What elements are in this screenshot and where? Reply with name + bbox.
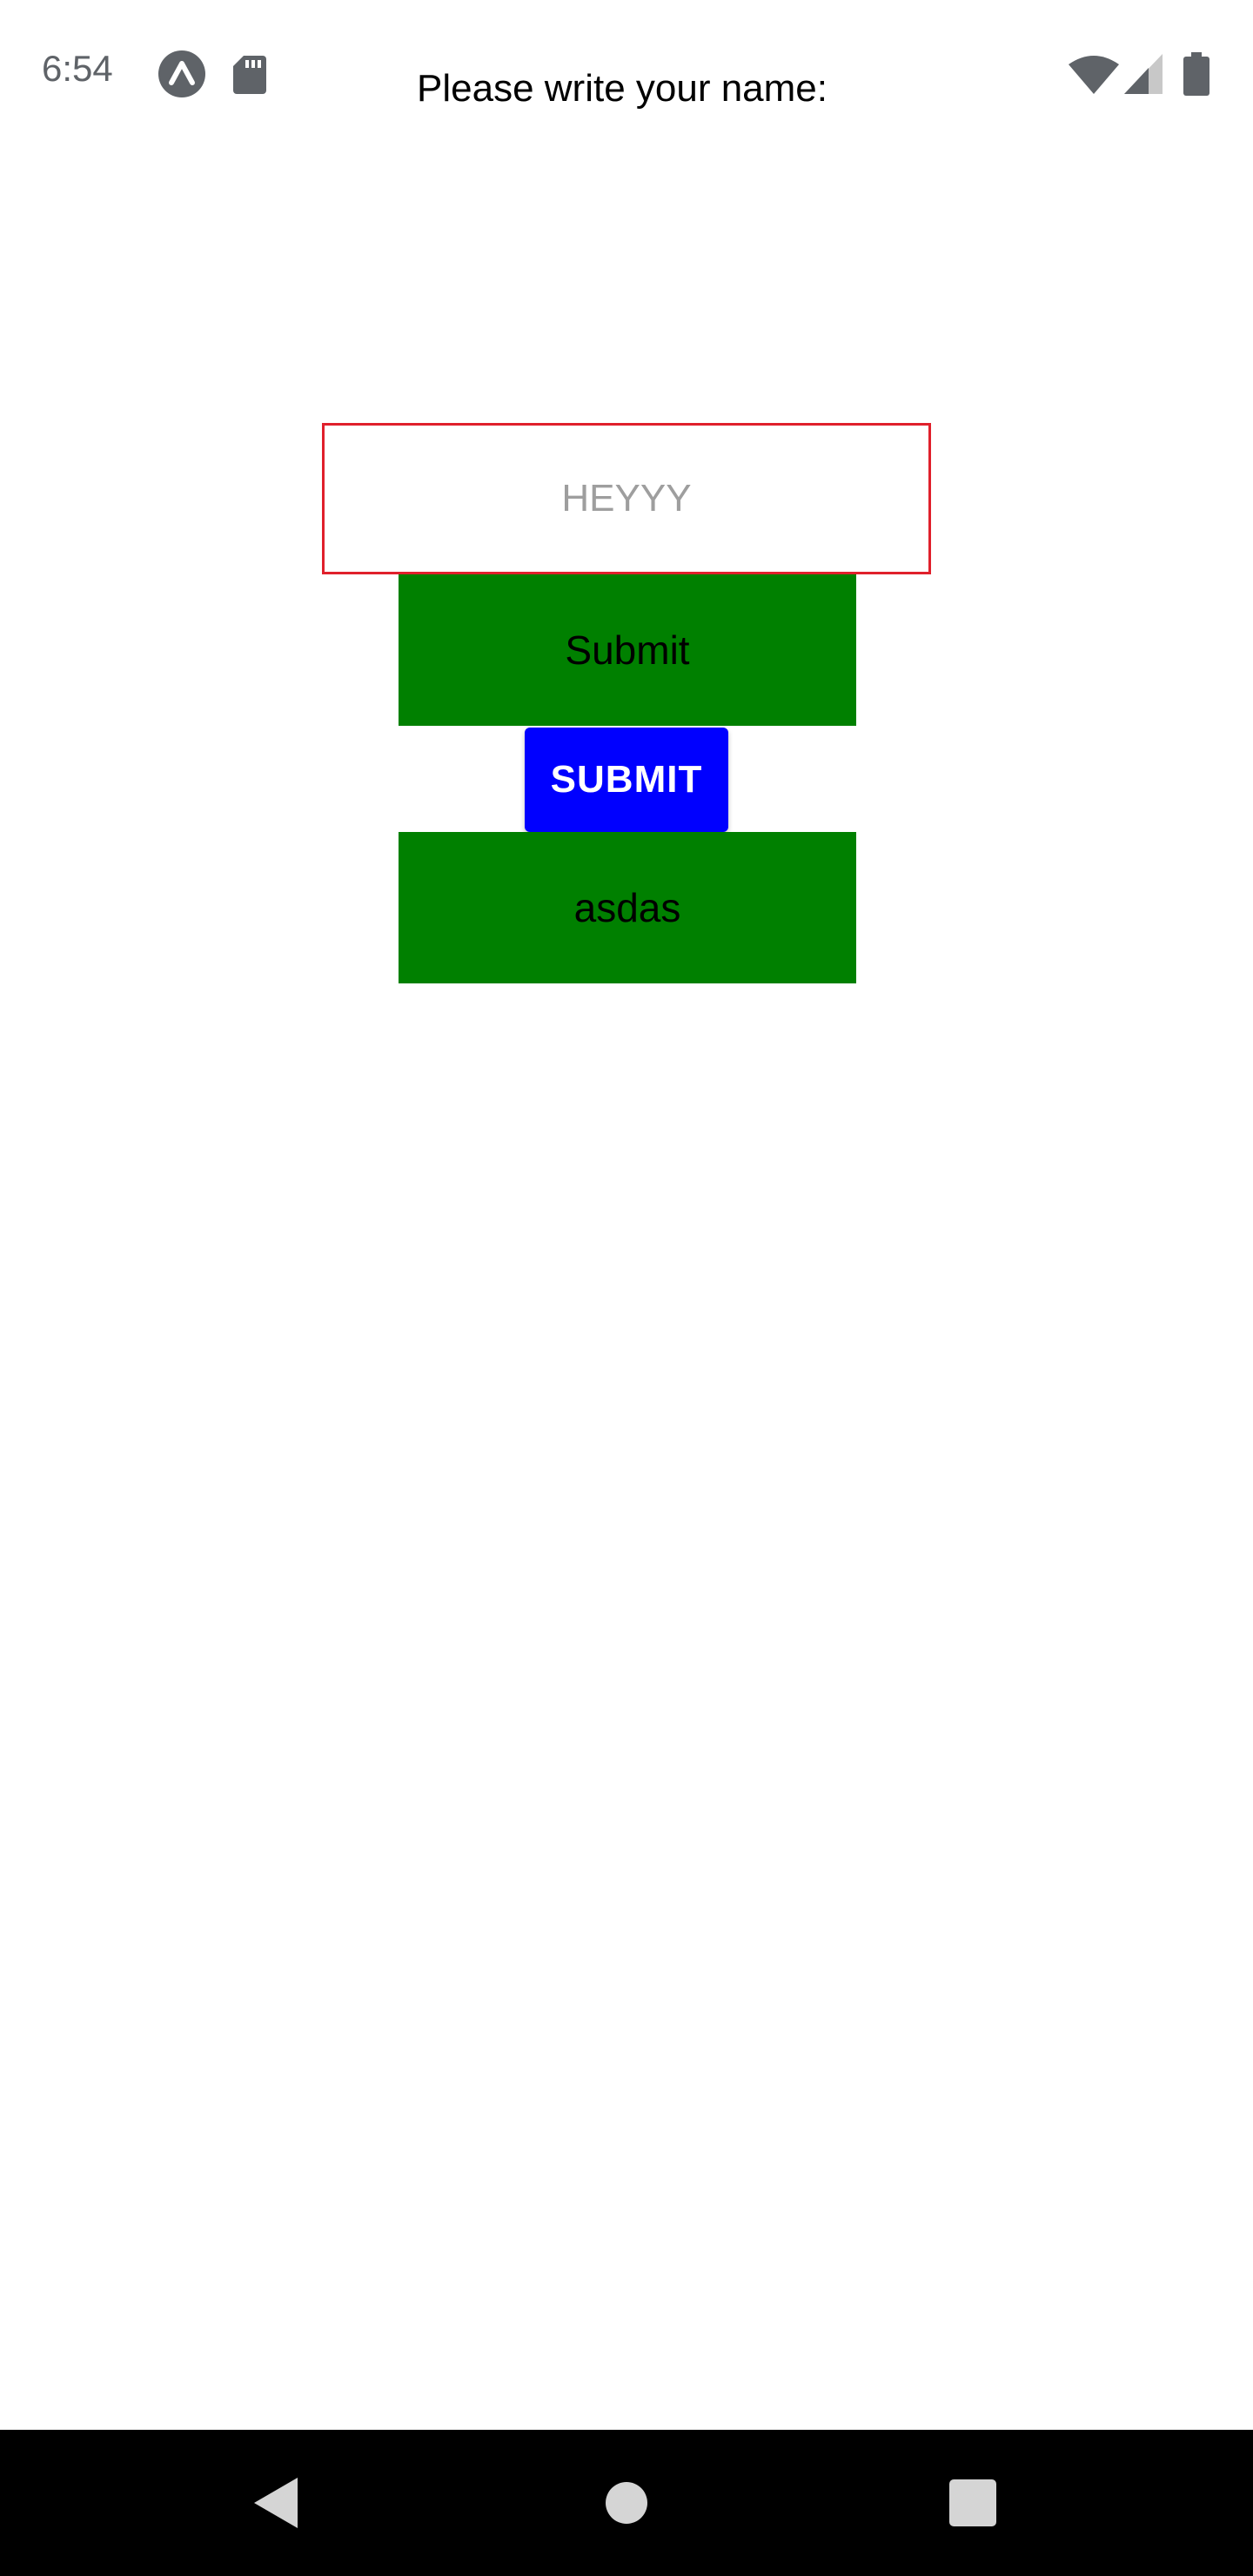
name-prompt: Please write your name: [417,67,828,110]
submit-primary-button-label: SUBMIT [550,758,703,801]
cell-signal-icon [1124,54,1163,94]
recents-icon [949,2479,996,2526]
submit-button[interactable]: Submit [399,574,856,726]
battery-icon [1183,52,1209,96]
status-time: 6:54 [42,48,113,89]
submit-button-label: Submit [565,627,690,673]
nav-home-button[interactable] [553,2430,700,2576]
home-icon [606,2482,647,2524]
nav-recents-button[interactable] [900,2430,1046,2576]
submit-primary-button[interactable]: SUBMIT [525,728,728,832]
nav-back-button[interactable] [204,2430,350,2576]
name-input[interactable] [322,423,931,574]
sd-card-icon [233,56,266,94]
wifi-icon [1069,56,1119,94]
expo-icon [158,50,205,97]
asdas-button[interactable]: asdas [399,832,856,983]
system-nav-bar [0,2430,1253,2576]
back-icon [254,2478,298,2528]
asdas-button-label: asdas [573,885,681,930]
